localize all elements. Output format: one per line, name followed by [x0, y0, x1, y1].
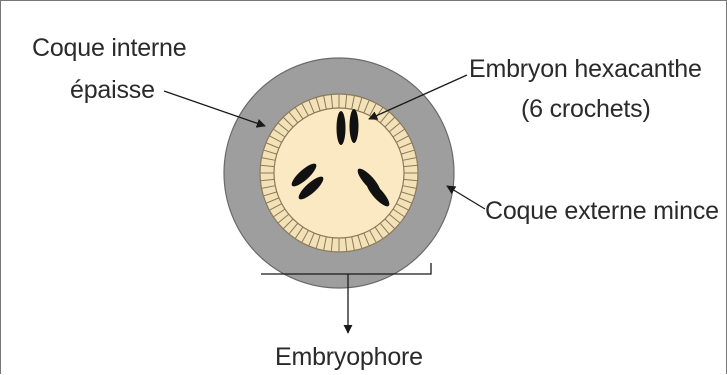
hook — [337, 111, 346, 145]
hook — [350, 109, 359, 143]
label-coque-interne-line2: épaisse — [70, 75, 155, 105]
label-embryon-line2: (6 crochets) — [521, 94, 651, 124]
arrow-coque-externe — [447, 186, 485, 209]
label-coque-externe: Coque externe mince — [485, 196, 719, 226]
label-embryon-line1: Embryon hexacanthe — [469, 54, 702, 84]
label-coque-interne-line1: Coque interne — [32, 33, 186, 63]
label-embryophore: Embryophore — [275, 342, 423, 372]
